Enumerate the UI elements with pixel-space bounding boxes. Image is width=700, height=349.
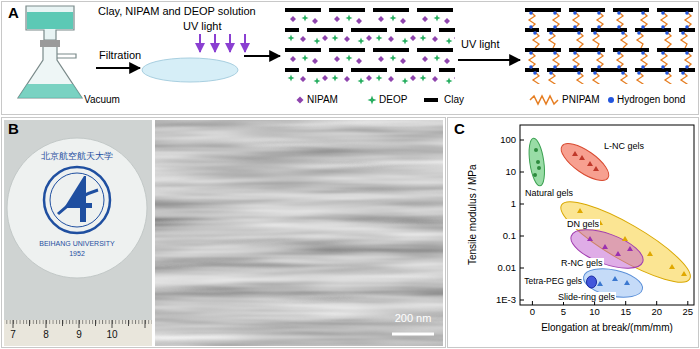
axis-tick: 0.01 (498, 263, 517, 274)
property-chart (527, 137, 548, 186)
logo-text: 1952 (69, 250, 85, 258)
axis-tick: 10 (505, 167, 516, 178)
legend-label: DEOP (379, 94, 407, 106)
axis-tick: 0 (530, 307, 535, 318)
panel-letter: C (448, 118, 471, 139)
filtration-flask (26, 6, 74, 40)
axis-tick: 10 (589, 307, 600, 318)
uv-arrows (214, 34, 216, 52)
layered-precursor (285, 8, 455, 84)
film-photo (58, 190, 98, 214)
property-chart (533, 173, 537, 177)
region-label: R-NC gels (560, 258, 604, 268)
property-chart (537, 166, 541, 170)
region-label: Natural gels (524, 188, 574, 198)
region-label: DN gels (566, 219, 600, 229)
step-label: UV light (461, 38, 500, 51)
region-label: Slide-ring gels (557, 292, 616, 302)
property-chart (520, 125, 694, 305)
sem-image (155, 120, 443, 346)
film-photo (4, 320, 152, 346)
legend-label: PNIPAM (562, 94, 600, 106)
filtration-flask (27, 12, 73, 29)
axis-title: Elongation at break/(mm/mm) (541, 322, 673, 334)
axis-tick: 0.1 (503, 231, 516, 242)
film-photo (7, 138, 147, 278)
axis-tick: 15 (620, 307, 631, 318)
property-chart (534, 148, 538, 152)
legend-symbols (297, 97, 304, 104)
axis-tick: 1 (511, 199, 516, 210)
axis-tick: 100 (500, 135, 516, 146)
uv-arrows (200, 34, 245, 52)
property-chart (520, 140, 688, 305)
property-chart (520, 125, 699, 305)
step-label: Filtration (99, 49, 141, 62)
film-photo (50, 173, 104, 227)
process-arrow (458, 59, 520, 61)
property-chart (597, 276, 630, 286)
region-label: Tetra-PEG gels (523, 277, 583, 287)
ruler-number: 10 (106, 329, 117, 341)
panel-letter: A (2, 2, 25, 23)
axis-tick: 20 (651, 307, 662, 318)
step-label: Vacuum (84, 94, 120, 106)
legend-symbols (368, 96, 377, 105)
film-photo (4, 120, 152, 346)
step-label: UV light (183, 20, 222, 33)
legend-label: NIPAM (307, 94, 338, 106)
legend-label: Clay (444, 94, 464, 106)
axis-title: Tensile modulus / MPa (466, 165, 478, 266)
legend-label: Hydrogen bond (617, 94, 685, 106)
logo-text: BEIHANG UNIVERSITY (39, 240, 114, 248)
film-photo (4, 120, 152, 346)
film-photo (13, 320, 145, 328)
uv-arrows (229, 34, 231, 52)
property-chart (536, 160, 540, 164)
step-label: Clay, NIPAM and DEOP solution (98, 5, 256, 18)
filtration-flask (18, 84, 82, 98)
filtered-film (142, 58, 238, 82)
panel-letter: B (2, 118, 25, 139)
axis-tick: 1E-3 (496, 295, 516, 306)
filtration-flask (57, 54, 76, 58)
layered-gel (525, 8, 695, 84)
legend-swatch (424, 98, 438, 102)
filtration-flask (40, 40, 60, 47)
scale-bar-label: 200 nm (395, 312, 432, 325)
region-label: L-NC gels (603, 141, 645, 151)
property-chart (587, 276, 597, 288)
property-chart (572, 151, 599, 171)
filtration-flask (18, 6, 82, 98)
ruler-number: 9 (76, 329, 82, 341)
ruler-number: 8 (43, 329, 49, 341)
process-arrow (96, 67, 140, 69)
axis-tick: 5 (561, 307, 566, 318)
property-chart (587, 236, 633, 256)
film-photo (4, 320, 152, 346)
axis-tick: 25 (683, 307, 694, 318)
process-arrow (244, 55, 280, 57)
legend-symbols (530, 96, 558, 104)
uv-arrows (244, 34, 246, 52)
sem-image (155, 120, 443, 346)
uv-arrows (199, 34, 201, 52)
logo-text: 北京航空航天大学 (41, 151, 113, 161)
filtration-flask (18, 47, 82, 98)
legend-symbols (608, 97, 614, 103)
sem-image (392, 333, 434, 336)
ruler-number: 7 (10, 329, 16, 341)
film-photo (44, 167, 110, 233)
